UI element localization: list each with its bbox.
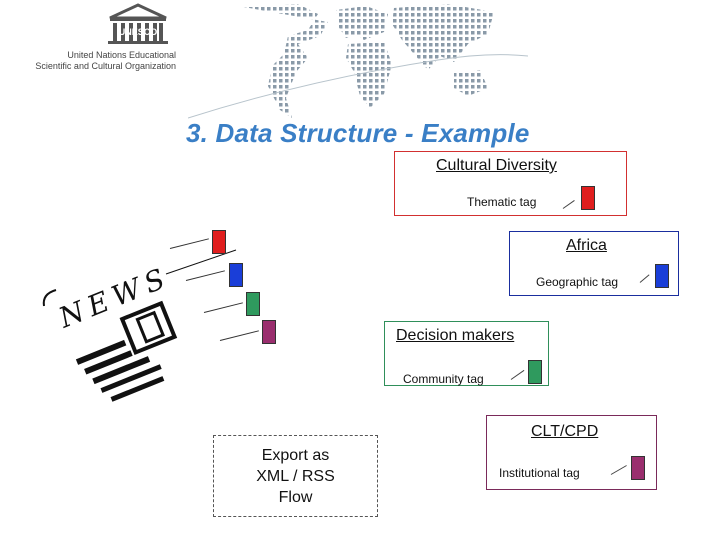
export-line-3: Flow [278,489,313,506]
geographic-tag-marker [655,264,669,288]
logo-text: UNESCO [119,27,158,37]
news-tag-thematic [212,230,226,254]
geographic-tag-slash [639,274,650,283]
org-line-1: United Nations Educational [67,50,176,60]
geographic-tag-title: Africa [566,237,607,254]
news-clipart-icon: NEWS [42,249,237,402]
institutional-tag-marker [631,456,645,480]
organization-name: United Nations Educational Scientific an… [22,50,176,72]
news-tag-institutional [262,320,276,344]
news-tag-community [246,292,260,316]
world-map-icon [188,4,528,119]
institutional-tag-label: Institutional tag [499,466,580,480]
thematic-tag-title: Cultural Diversity [436,157,557,174]
thematic-tag-label: Thematic tag [467,195,537,209]
community-tag-label: Community tag [403,372,484,386]
community-tag-marker [528,360,542,384]
thematic-tag-slash [562,200,575,209]
community-tag-slash [510,369,525,380]
page-title: 3. Data Structure - Example [186,118,530,148]
institutional-tag-box: CLT/CPD Institutional tag [486,415,657,490]
export-box: Export as XML / RSS Flow [213,435,378,517]
thematic-tag-box: Cultural Diversity Thematic tag [394,151,627,216]
community-tag-title: Decision makers [396,327,515,344]
news-label: NEWS [53,260,175,335]
geographic-tag-label: Geographic tag [536,275,619,289]
news-tag-geographic [229,263,243,287]
thematic-tag-marker [581,186,595,210]
geographic-tag-box: Africa Geographic tag [509,231,679,296]
unesco-logo-icon: UNESCO [96,2,180,46]
institutional-tag-title: CLT/CPD [531,423,599,440]
export-line-2: XML / RSS [256,468,335,485]
community-tag-box: Decision makers Community tag [384,321,549,386]
org-line-2: Scientific and Cultural Organization [35,61,176,71]
institutional-tag-slash [610,465,627,475]
export-line-1: Export as [261,447,330,464]
